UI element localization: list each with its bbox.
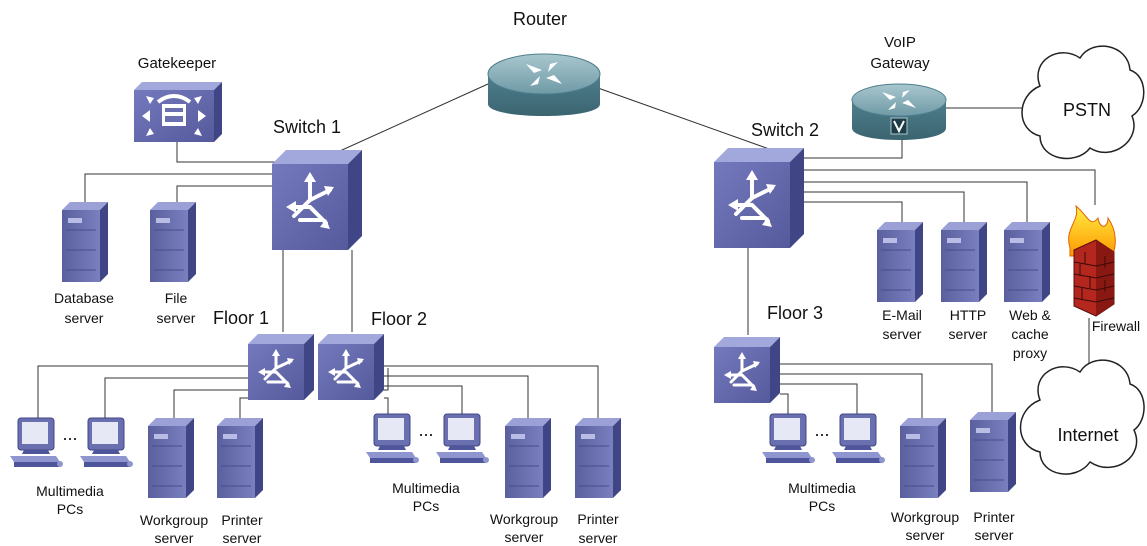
gatekeeper-icon — [134, 82, 222, 142]
floor2-label: Floor 2 — [370, 309, 428, 329]
voip-gateway-icon — [851, 83, 947, 140]
router-icon — [487, 53, 601, 116]
web-cache-proxy-label-line2: cache — [1011, 326, 1049, 342]
floor2-workgroup-label-line1: Workgroup — [489, 511, 559, 527]
pc-floor1-a-icon — [9, 417, 64, 468]
floor2-pcs-label-line1: Multimedia — [392, 480, 460, 496]
floor1-printer-label-line1: Printer — [221, 512, 263, 528]
pc-floor3-b-icon — [831, 413, 886, 464]
ellipsis: ... — [814, 420, 830, 440]
pstn-cloud-icon — [1021, 45, 1145, 160]
floor2-printer-label-line1: Printer — [577, 511, 619, 527]
voip-gateway-label-line2: Gateway — [870, 55, 930, 72]
floor2-switch-icon — [316, 332, 386, 402]
pc-floor2-a-icon — [365, 413, 420, 464]
printer-server-floor2-icon — [574, 417, 622, 499]
file-server-icon — [149, 201, 197, 283]
printer-server-floor1-icon — [216, 417, 264, 499]
firewall-icon — [1068, 204, 1116, 317]
database-server-icon — [61, 201, 109, 283]
gatekeeper-label: Gatekeeper — [137, 55, 217, 72]
floor1-pcs-label-line2: PCs — [56, 501, 84, 517]
connection-lines — [37, 83, 1096, 418]
floor3-pcs-label-line1: Multimedia — [788, 480, 856, 496]
workgroup-server-floor2-icon — [504, 417, 552, 499]
email-server-label-line1: E-Mail — [882, 307, 922, 323]
http-server-icon — [940, 221, 988, 303]
floor1-workgroup-label-line2: server — [154, 530, 194, 546]
floor1-label: Floor 1 — [212, 308, 270, 328]
switch2-icon — [712, 146, 806, 250]
floor1-printer-label-line2: server — [222, 530, 262, 546]
floor3-switch-icon — [712, 335, 782, 405]
floor1-workgroup-label-line1: Workgroup — [139, 512, 209, 528]
switch2-label: Switch 2 — [750, 120, 820, 140]
pc-floor2-b-icon — [435, 413, 490, 464]
floor3-workgroup-label-line2: server — [905, 527, 945, 543]
printer-server-floor3-icon — [969, 411, 1017, 493]
web-cache-proxy-icon — [1003, 221, 1051, 303]
voip-gateway-label-line1: VoIP — [884, 34, 916, 51]
floor3-printer-label-line2: server — [974, 527, 1014, 543]
firewall-label: Firewall — [1091, 318, 1141, 334]
floor3-workgroup-label-line1: Workgroup — [890, 509, 960, 525]
file-server-label-line2: server — [156, 310, 196, 326]
floor2-workgroup-label-line2: server — [504, 529, 544, 545]
floor2-pcs-label-line2: PCs — [412, 498, 440, 514]
pc-floor3-a-icon — [761, 413, 816, 464]
ellipsis: ... — [62, 424, 78, 444]
floor3-printer-label-line1: Printer — [973, 509, 1015, 525]
email-server-icon — [876, 221, 924, 303]
floor2-printer-label-line2: server — [578, 530, 618, 546]
database-server-label-line1: Database — [54, 290, 114, 306]
pc-floor1-b-icon — [79, 417, 134, 468]
web-cache-proxy-label-line1: Web & — [1009, 307, 1051, 323]
web-cache-proxy-label-line3: proxy — [1012, 345, 1048, 361]
database-server-label-line2: server — [64, 310, 104, 326]
router-label: Router — [512, 9, 568, 29]
email-server-label-line2: server — [882, 326, 922, 342]
internet-label: Internet — [1057, 425, 1119, 445]
floor1-pcs-label-line1: Multimedia — [36, 483, 104, 499]
http-server-label-line1: HTTP — [949, 307, 987, 323]
internet-cloud-icon — [1019, 359, 1145, 475]
workgroup-server-floor3-icon — [899, 417, 947, 499]
http-server-label-line2: server — [948, 326, 988, 342]
pstn-label: PSTN — [1062, 100, 1111, 120]
switch1-icon — [270, 148, 364, 252]
floor3-label: Floor 3 — [766, 303, 824, 323]
workgroup-server-floor1-icon — [147, 417, 195, 499]
file-server-label-line1: File — [164, 290, 188, 306]
switch1-label: Switch 1 — [272, 117, 342, 137]
floor3-pcs-label-line2: PCs — [808, 498, 836, 514]
floor1-switch-icon — [246, 332, 316, 402]
ellipsis: ... — [418, 420, 434, 440]
